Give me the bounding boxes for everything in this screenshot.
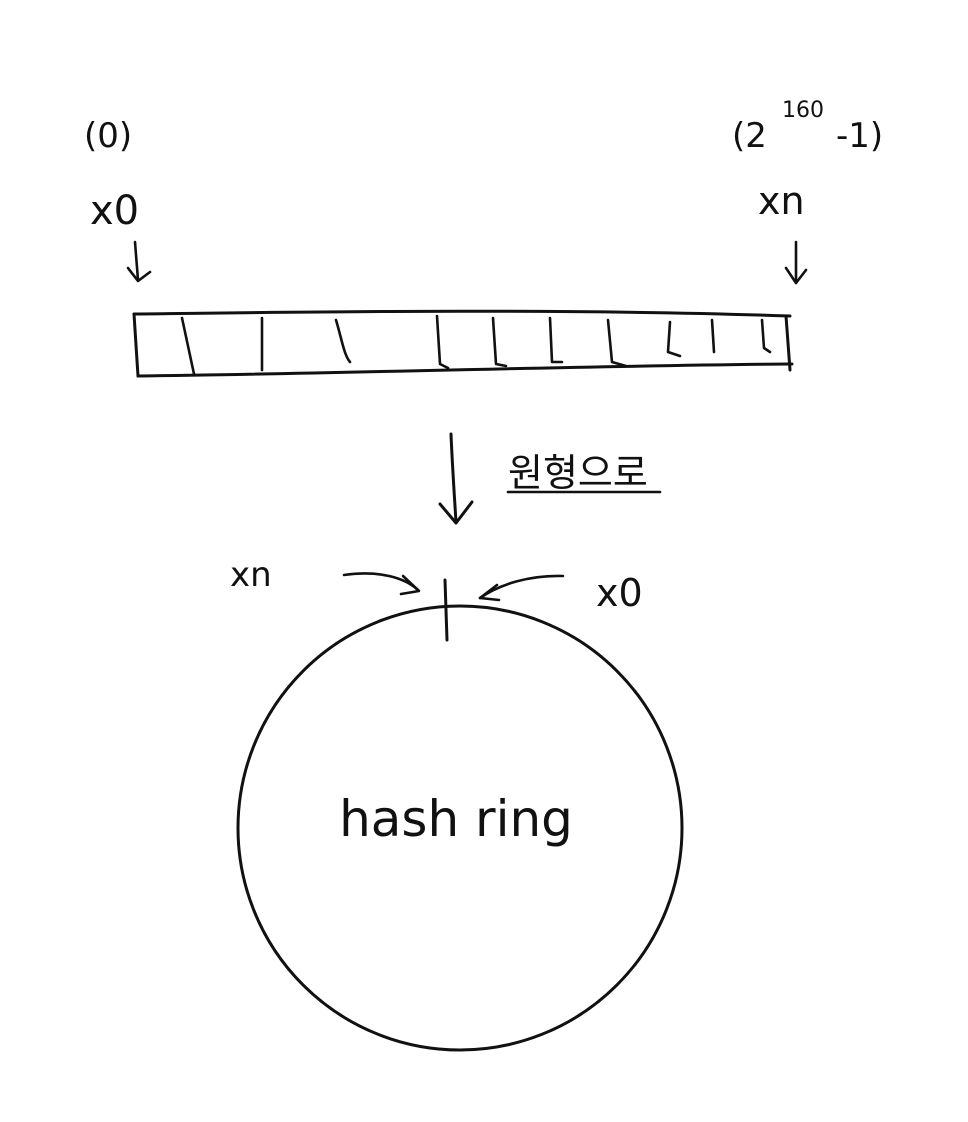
ring-left-pointer-arrow [342,572,421,596]
end-index-base: (2 [732,116,767,156]
array-cell-divider [491,316,508,368]
ring-origin-marker [443,578,449,642]
array-left-edge [132,312,140,378]
start-index-label: (0) [84,116,132,156]
array-cell-divider [548,316,564,364]
ring-start-label: x0 [596,571,643,615]
transition-arrow [438,432,474,525]
end-index-exponent: 160 [782,98,824,123]
ring-right-pointer-arrow [478,574,565,602]
array-start-label: x0 [90,188,139,234]
hash-space-array [132,309,794,378]
array-cell-divider [760,318,772,354]
array-right-edge [784,314,792,372]
array-cell-divider [606,318,628,368]
array-cell-divider [334,318,352,364]
end-down-arrow [784,240,808,285]
hash-ring-center-label: hash ring [339,790,573,848]
array-cell-divider [710,318,716,354]
array-cell-divider [666,320,682,358]
start-down-arrow [126,240,152,283]
transition-label: 원형으로 [508,451,648,495]
array-bottom-edge [136,362,794,378]
end-index-label: (2 160 -1) [732,98,883,156]
array-end-label: xn [758,179,805,223]
array-top-edge [132,309,792,318]
end-index-tail: -1) [836,116,883,156]
array-cell-divider [435,314,450,370]
hash-ring-circle [236,604,684,1052]
array-cell-divider [180,316,196,376]
ring-end-label: xn [230,555,272,595]
